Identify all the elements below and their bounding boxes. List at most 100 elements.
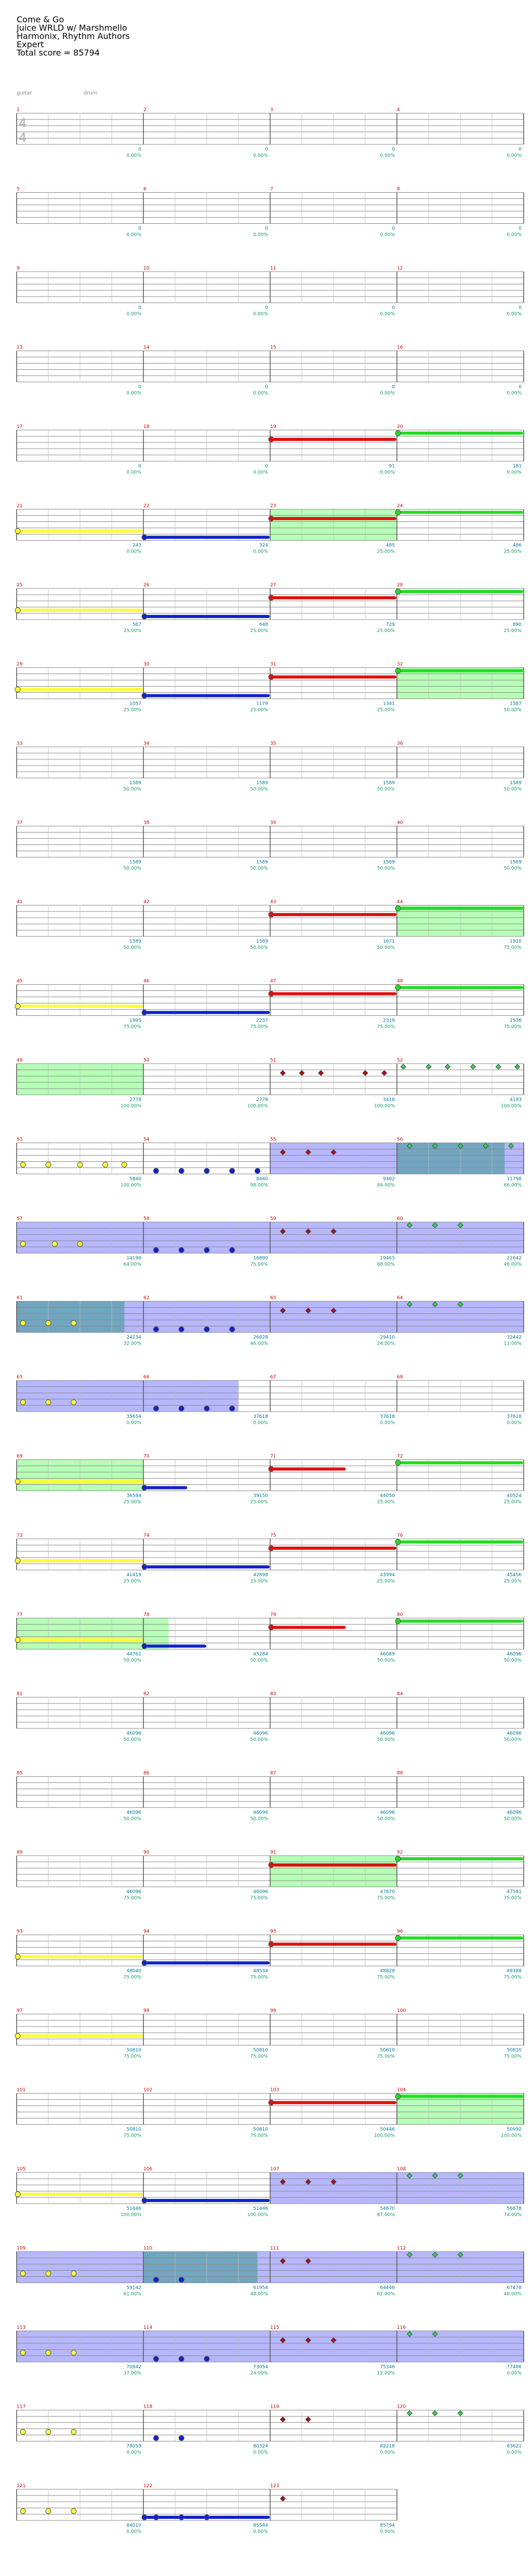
note-yellow <box>20 2350 26 2356</box>
note-green <box>395 1618 401 1624</box>
diamond-note <box>299 1070 305 1076</box>
measure-number: 48 <box>397 979 403 984</box>
measure-score: 46096 <box>126 1810 141 1816</box>
note-yellow <box>20 1399 26 1405</box>
note-yellow <box>45 1320 51 1326</box>
measure-percent: 50.00% <box>504 1737 522 1742</box>
note-blue <box>141 2197 148 2204</box>
measure-score: 39150 <box>253 1494 268 1499</box>
measure-score: 0 <box>518 305 522 311</box>
measure-percent: 0.00% <box>253 2529 268 2534</box>
measure-percent: 50.00% <box>250 866 269 871</box>
overdrive-band <box>143 2251 258 2283</box>
measure-score: 46096 <box>507 1652 522 1657</box>
measure-number: 66 <box>143 1375 150 1380</box>
diamond-note <box>514 1064 521 1070</box>
measure-number: 88 <box>397 1771 403 1776</box>
note-blue <box>141 534 148 540</box>
staff-row: 492778100.00%502778100.00%513418100.00%5… <box>16 1058 524 1109</box>
diamond-note <box>362 1070 368 1076</box>
measure-percent: 50.00% <box>377 1817 395 1822</box>
measure-percent: 75.00% <box>250 1025 269 1030</box>
measure-percent: 0.00% <box>253 1420 268 1426</box>
measure-percent: 98.00% <box>250 1183 269 1188</box>
diamond-note <box>280 1070 286 1076</box>
measure-score: 41419 <box>126 1573 141 1578</box>
measure-percent: 0.00% <box>507 153 522 158</box>
measure-percent: 11.00% <box>504 1341 522 1347</box>
note-blue <box>178 2435 184 2441</box>
staff-row: 814609650.00%824609650.00%834609650.00%8… <box>16 1692 524 1742</box>
measure-percent: 50.00% <box>504 787 522 792</box>
instrument-legend: guitar drum <box>17 90 147 96</box>
measure-score: 50992 <box>507 2127 522 2132</box>
note-yellow <box>20 1320 26 1326</box>
note-red <box>268 674 274 680</box>
note-yellow <box>102 1162 109 1168</box>
measure-percent: 25.00% <box>124 1500 142 1505</box>
measure-percent: 50.00% <box>377 1737 395 1742</box>
measure-score: 0 <box>138 385 141 390</box>
measure-percent: 0.00% <box>380 312 395 317</box>
staff-row: 975081075.00%985081075.00%995081075.00%1… <box>15 2008 524 2059</box>
measure-score: 0 <box>518 226 522 232</box>
measure-number: 4 <box>397 108 400 113</box>
measure-percent: 75.00% <box>124 2134 142 2139</box>
staff-row: 29105725.00%30117925.00%31134125.00%3215… <box>15 662 524 713</box>
note-green <box>395 668 401 674</box>
note-red <box>268 911 274 918</box>
note-green <box>395 430 401 436</box>
diamond-note <box>280 2258 286 2264</box>
measure-score: 73054 <box>253 2365 268 2370</box>
note-yellow <box>71 1320 77 1326</box>
note-red <box>268 1545 274 1551</box>
measure-percent: 75.00% <box>504 945 522 950</box>
measure-score: 70942 <box>126 2365 141 2370</box>
measure-score: 43994 <box>380 1573 395 1578</box>
measure-number: 75 <box>270 1533 276 1538</box>
note-green <box>395 509 401 515</box>
diamond-note <box>305 2258 311 2264</box>
measure-number: 30 <box>143 662 150 667</box>
measure-number: 53 <box>17 1137 22 1143</box>
note-blue <box>141 613 148 620</box>
measure-number: 17 <box>17 424 22 430</box>
measure-score: 1587 <box>510 702 522 707</box>
note-blue <box>153 2435 159 2441</box>
measure-score: 0 <box>138 226 141 232</box>
note-yellow <box>15 1558 21 1564</box>
measure-percent: 75.00% <box>504 1896 522 1901</box>
measure-percent: 50.00% <box>250 1817 269 1822</box>
measure-number: 42 <box>143 900 149 905</box>
measure-percent: 50.00% <box>124 1817 142 1822</box>
measure-number: 61 <box>17 1296 22 1301</box>
note-blue <box>229 1326 235 1332</box>
note-yellow <box>15 607 21 613</box>
note-red <box>268 1941 274 1947</box>
measure-score: 243 <box>132 543 141 548</box>
measure-percent: 75.00% <box>504 2054 522 2059</box>
staff-row: 854609650.00%864609650.00%874609650.00%8… <box>16 1771 524 1822</box>
measure-number: 41 <box>17 900 22 905</box>
measure-score: 75346 <box>380 2365 395 2370</box>
measure-number: 68 <box>397 1375 403 1380</box>
measure-percent: 50.00% <box>124 866 142 871</box>
measure-number: 113 <box>17 2325 25 2330</box>
measure-score: 1057 <box>129 702 141 707</box>
diamond-note <box>280 2179 286 2185</box>
measure-percent: 25.00% <box>504 1500 522 1505</box>
diamond-note <box>432 2172 438 2179</box>
measure-number: 20 <box>397 424 403 430</box>
note-yellow <box>71 2429 77 2435</box>
measure-number: 99 <box>270 2008 276 2014</box>
measure-number: 72 <box>397 1454 403 1459</box>
measure-score: 50810 <box>253 2127 268 2132</box>
diamond-note <box>432 1143 438 1149</box>
diamond-note <box>457 2251 463 2258</box>
diamond-note <box>406 1301 413 1308</box>
diamond-note <box>400 1064 406 1070</box>
measure-number: 37 <box>17 821 22 826</box>
measure-score: 567 <box>132 622 141 627</box>
measure-percent: 64.00% <box>124 1262 142 1267</box>
